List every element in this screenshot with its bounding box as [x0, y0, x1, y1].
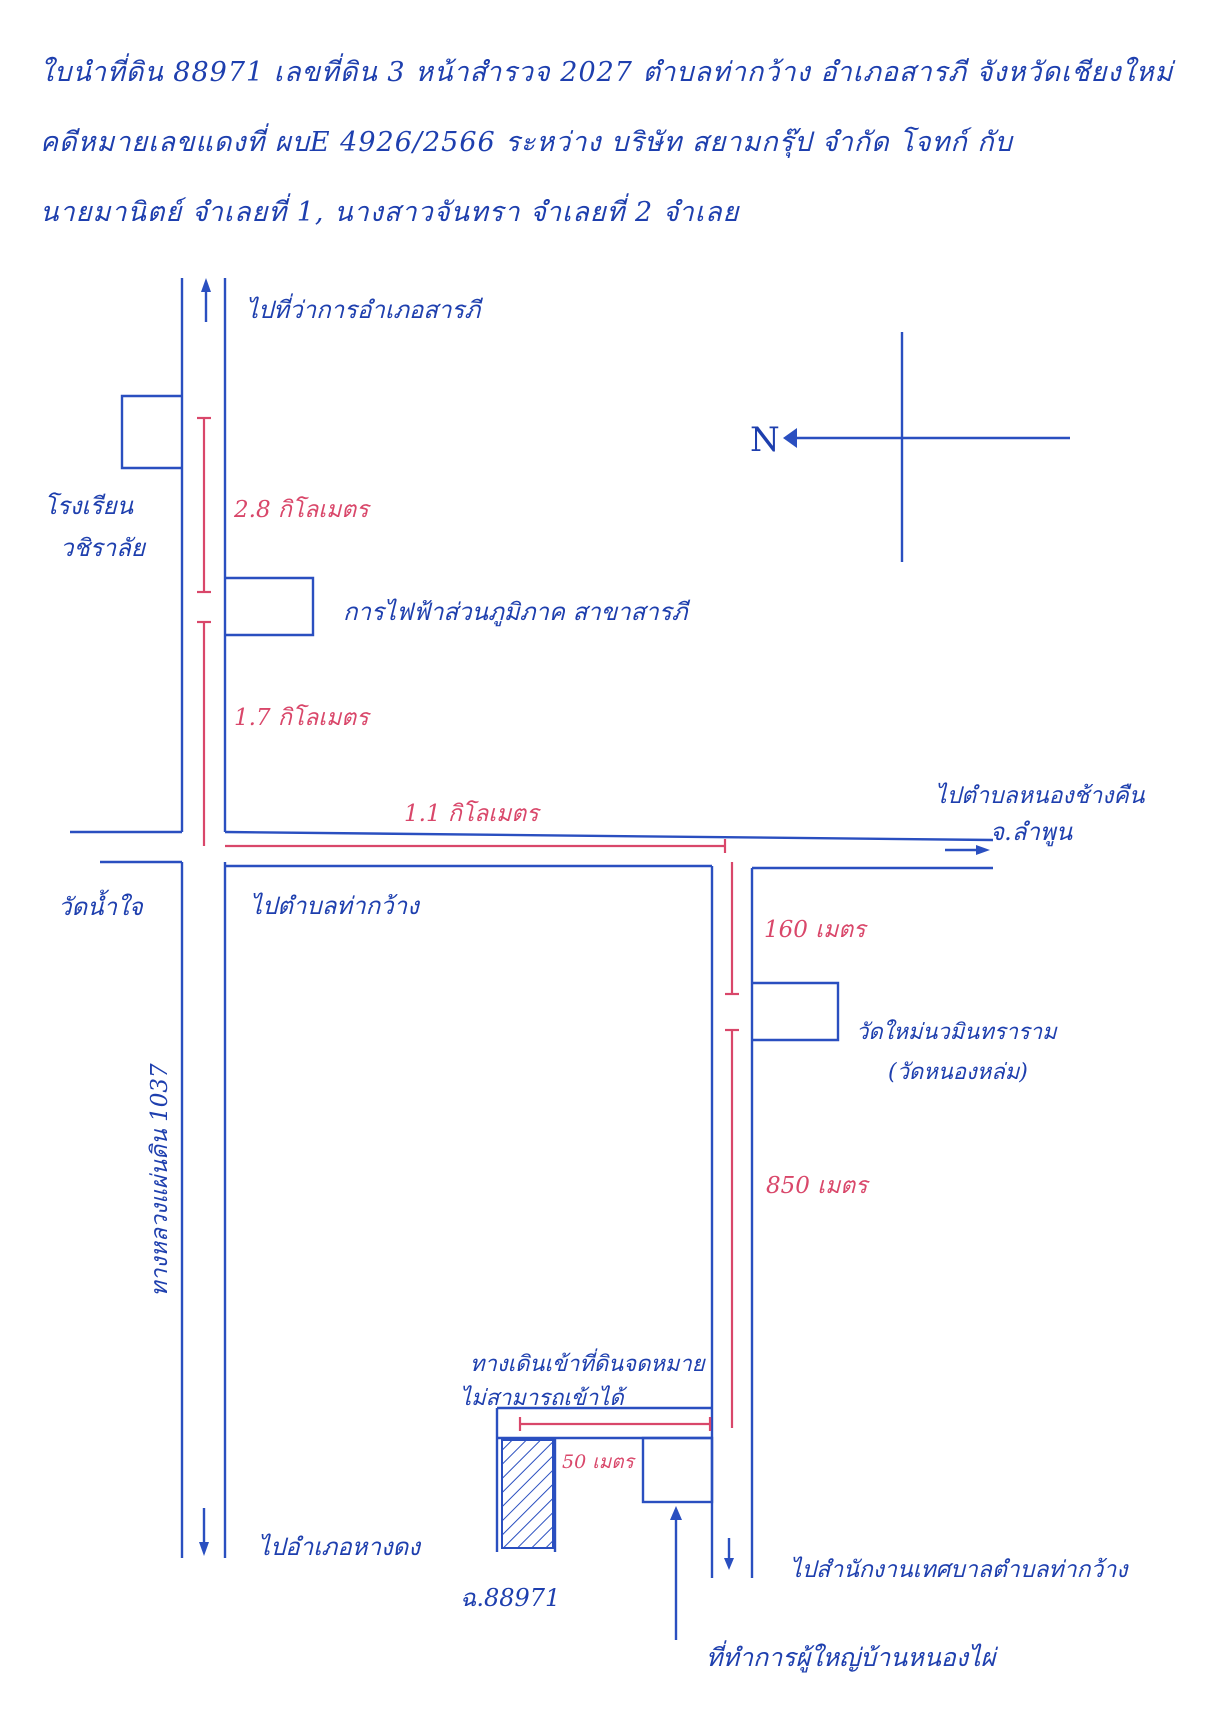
label-school-name: วชิราลัย — [60, 534, 145, 562]
parcel-hatched — [501, 1439, 554, 1549]
distance-50m: 50 เมตร — [562, 1451, 634, 1473]
school-building — [120, 394, 182, 470]
label-walkway-2: ไม่สามารถเข้าได้ — [460, 1386, 624, 1411]
compass-north-label: N — [750, 420, 780, 460]
distance-1-7km: 1.7 กิโลเมตร — [234, 705, 369, 731]
label-parcel: ฉ.88971 — [460, 1584, 561, 1612]
label-school: โรงเรียน — [44, 492, 134, 520]
label-wat-namjai: วัดน้ำใจ — [58, 893, 143, 921]
east-arrow-head — [976, 845, 990, 855]
village-head-building — [641, 1436, 714, 1504]
wat-mai-building — [752, 981, 840, 1042]
compass-north-arrowhead — [783, 428, 797, 448]
label-to-hangdong: ไปอำเภอหางดง — [258, 1533, 420, 1561]
distance-850m: 850 เมตร — [766, 1173, 868, 1199]
cross-road-top — [224, 830, 994, 842]
label-to-lamphun: ไปตำบลหนองช้างคืน — [935, 783, 1145, 809]
north-arrow-head — [201, 278, 211, 292]
header-line-1: ใบนำที่ดิน 88971 เลขที่ดิน 3 หน้าสำรวจ 2… — [40, 57, 1174, 88]
header-line-2: คดีหมายเลขแดงที่ ผบE 4926/2566 ระหว่าง บ… — [40, 127, 1013, 158]
header-line-3: นายมานิตย์ จำเลยที่ 1, นางสาวจันทรา จำเล… — [40, 197, 740, 228]
south-arrow-head — [199, 1542, 209, 1556]
label-highway: ทางหลวงแผ่นดิน 1037 — [147, 1063, 173, 1297]
label-to-district-office: ไปที่ว่าการอำเภอสารภี — [246, 296, 481, 324]
label-lamphun: จ.ลำพูน — [990, 818, 1073, 846]
label-walkway-1: ทางเดินเข้าที่ดินจดหมาย — [470, 1352, 705, 1377]
label-to-thakwang: ไปตำบลท่ากว้าง — [250, 892, 419, 920]
label-wat-mai: วัดใหม่นวมินทราราม — [856, 1020, 1057, 1045]
side-road-arrow-head — [724, 1558, 734, 1570]
distance-1-1km: 1.1 กิโลเมตร — [404, 801, 539, 827]
pea-building — [225, 576, 315, 637]
label-pea: การไฟฟ้าส่วนภูมิภาค สาขาสารภี — [343, 598, 688, 626]
label-village-head: ที่ทำการผู้ใหญ่บ้านหนองไผ่ — [706, 1643, 996, 1672]
village-head-pointer-head — [670, 1506, 682, 1520]
distance-2-8km: 2.8 กิโลเมตร — [234, 497, 369, 523]
distance-160m: 160 เมตร — [764, 917, 866, 943]
label-to-municipality: ไปสำนักงานเทศบาลตำบลท่ากว้าง — [790, 1557, 1128, 1583]
label-wat-mai-alt: (วัดหนองหล่ม) — [888, 1060, 1028, 1085]
